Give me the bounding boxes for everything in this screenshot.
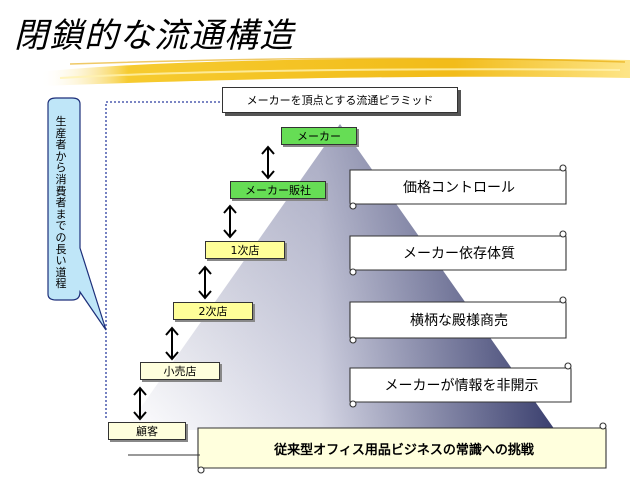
title-brush-stroke — [40, 57, 630, 86]
level-maker: メーカー — [281, 127, 357, 145]
scroll-4 — [349, 362, 572, 408]
double-arrow-icon — [223, 204, 237, 239]
trait-arrogant-business: 横柄な殿様商売 — [410, 313, 508, 329]
distribution-pyramid — [125, 124, 555, 430]
level-customer: 顧客 — [108, 422, 186, 440]
scroll-banner — [197, 422, 607, 474]
level-secondary-wholesaler: 2次店 — [173, 302, 253, 320]
level-maker-sales: メーカー販社 — [230, 181, 326, 199]
trait-maker-dependence: メーカー依存体質 — [403, 246, 515, 262]
pyramid-label: メーカーを頂点とする流通ピラミッド — [222, 87, 458, 113]
scroll-3 — [349, 296, 567, 344]
callout-text: 生産者から消費者までの長い道程 — [55, 115, 67, 291]
trait-info-nondisclosure: メーカーが情報を非開示 — [384, 378, 539, 394]
double-arrow-icon — [198, 265, 212, 300]
trait-price-control: 価格コントロール — [403, 180, 515, 196]
scroll-1 — [349, 164, 567, 210]
level-retailer: 小売店 — [140, 362, 220, 380]
level-arrows — [133, 145, 275, 421]
double-arrow-icon — [133, 386, 147, 421]
banner-text: 従来型オフィス用品ビジネスの常識への挑戦 — [274, 442, 534, 458]
dotted-connector — [105, 101, 220, 420]
page-title: 閉鎖的な流通構造 — [14, 16, 294, 56]
scroll-shapes — [197, 164, 607, 474]
callout-bubble — [47, 97, 107, 331]
level-primary-wholesaler: 1次店 — [205, 241, 285, 259]
scroll-2 — [349, 230, 567, 276]
double-arrow-icon — [165, 326, 179, 361]
double-arrow-icon — [261, 145, 275, 180]
